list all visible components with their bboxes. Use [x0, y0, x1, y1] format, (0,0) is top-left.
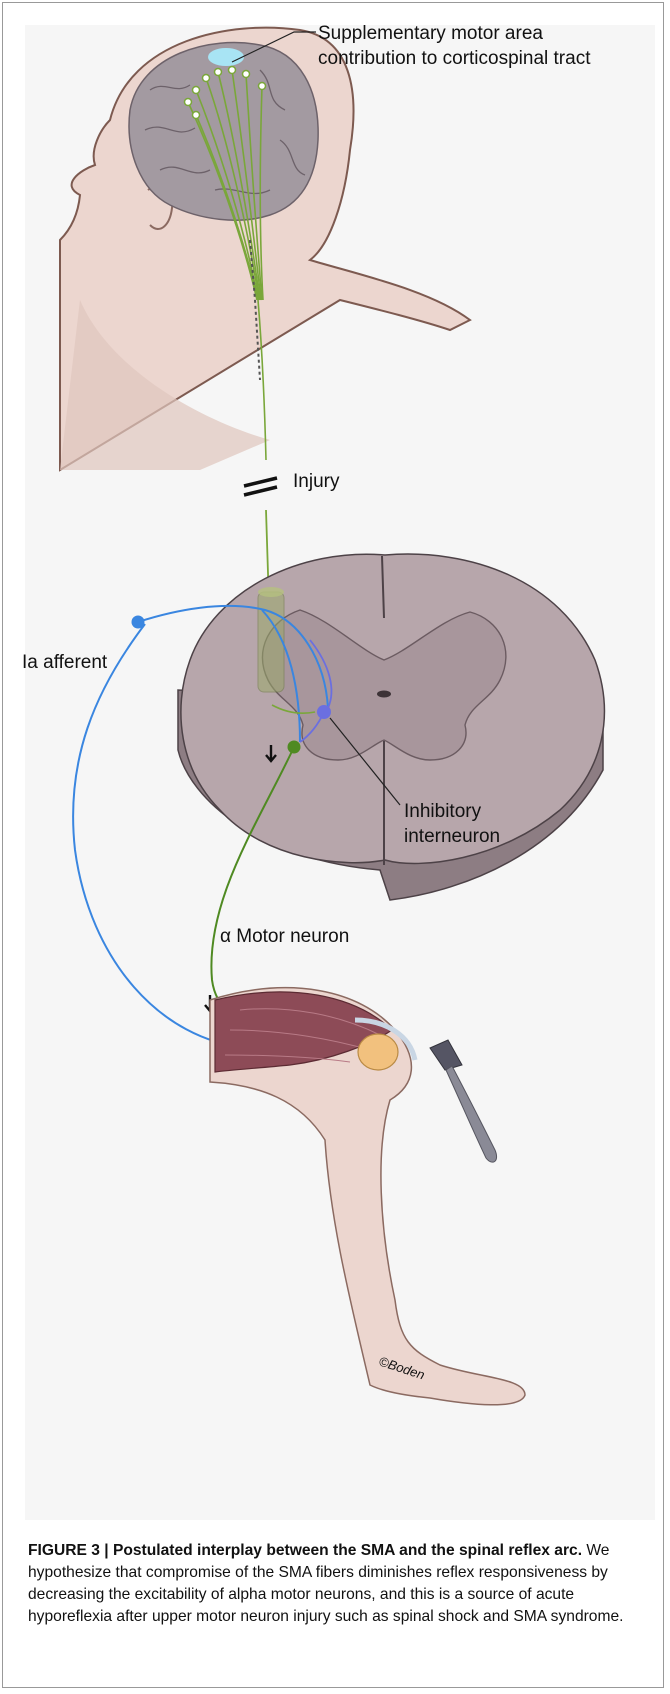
inhibitory-label-line2: interneuron — [404, 826, 500, 847]
ia-afferent-terminal — [132, 616, 145, 629]
central-canal — [377, 691, 391, 698]
tract-column-top — [258, 587, 284, 597]
motor-neuron-label: α Motor neuron — [220, 926, 349, 947]
ia-afferent-label: Ia afferent — [22, 652, 108, 673]
brain — [129, 43, 318, 221]
patella — [358, 1034, 398, 1070]
injury-marker — [244, 478, 277, 495]
caption-figure-label: FIGURE 3 | Postulated interplay between … — [28, 1542, 582, 1559]
inhibitory-interneuron — [317, 705, 331, 719]
injury-label: Injury — [293, 471, 340, 492]
sma-region — [208, 48, 244, 66]
reflex-hammer-icon — [430, 1040, 497, 1162]
figure-caption: FIGURE 3 | Postulated interplay between … — [28, 1540, 640, 1628]
sma-label-line2: contribution to corticospinal tract — [318, 48, 591, 69]
figure-illustration: Supplementary motor area contribution to… — [0, 0, 670, 1530]
sma-label-line1: Supplementary motor area — [318, 23, 543, 44]
corticospinal-tract-column — [258, 592, 284, 692]
inhibitory-label-line1: Inhibitory — [404, 801, 482, 822]
